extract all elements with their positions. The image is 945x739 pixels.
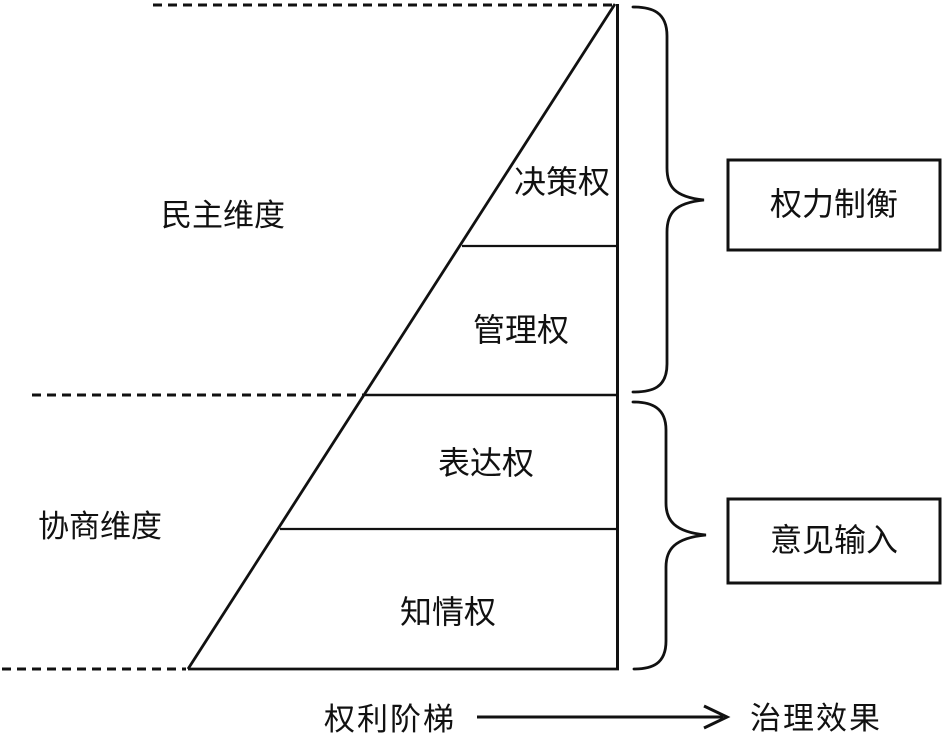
dimension-label-democratic: 民主维度 <box>161 198 285 233</box>
outcome-label-power-balance: 权力制衡 <box>770 186 898 222</box>
section-label-expression: 表达权 <box>438 445 534 481</box>
flow-arrow-head <box>703 704 731 730</box>
outcome-box-power-balance <box>726 158 942 252</box>
brace-lower <box>631 400 707 671</box>
dimension-label-consultative: 协商维度 <box>38 509 162 544</box>
section-label-information: 知情权 <box>400 594 496 630</box>
section-label-decision: 决策权 <box>514 164 610 200</box>
axis-label-governance-effect: 治理效果 <box>750 701 882 736</box>
brace-upper <box>631 5 705 394</box>
section-label-management: 管理权 <box>473 312 569 348</box>
outcome-box-opinion-input <box>726 497 942 585</box>
pyramid-hypotenuse <box>186 3 617 670</box>
outcome-label-opinion-input: 意见输入 <box>770 522 898 558</box>
axis-label-rights-ladder: 权利阶梯 <box>324 702 456 737</box>
